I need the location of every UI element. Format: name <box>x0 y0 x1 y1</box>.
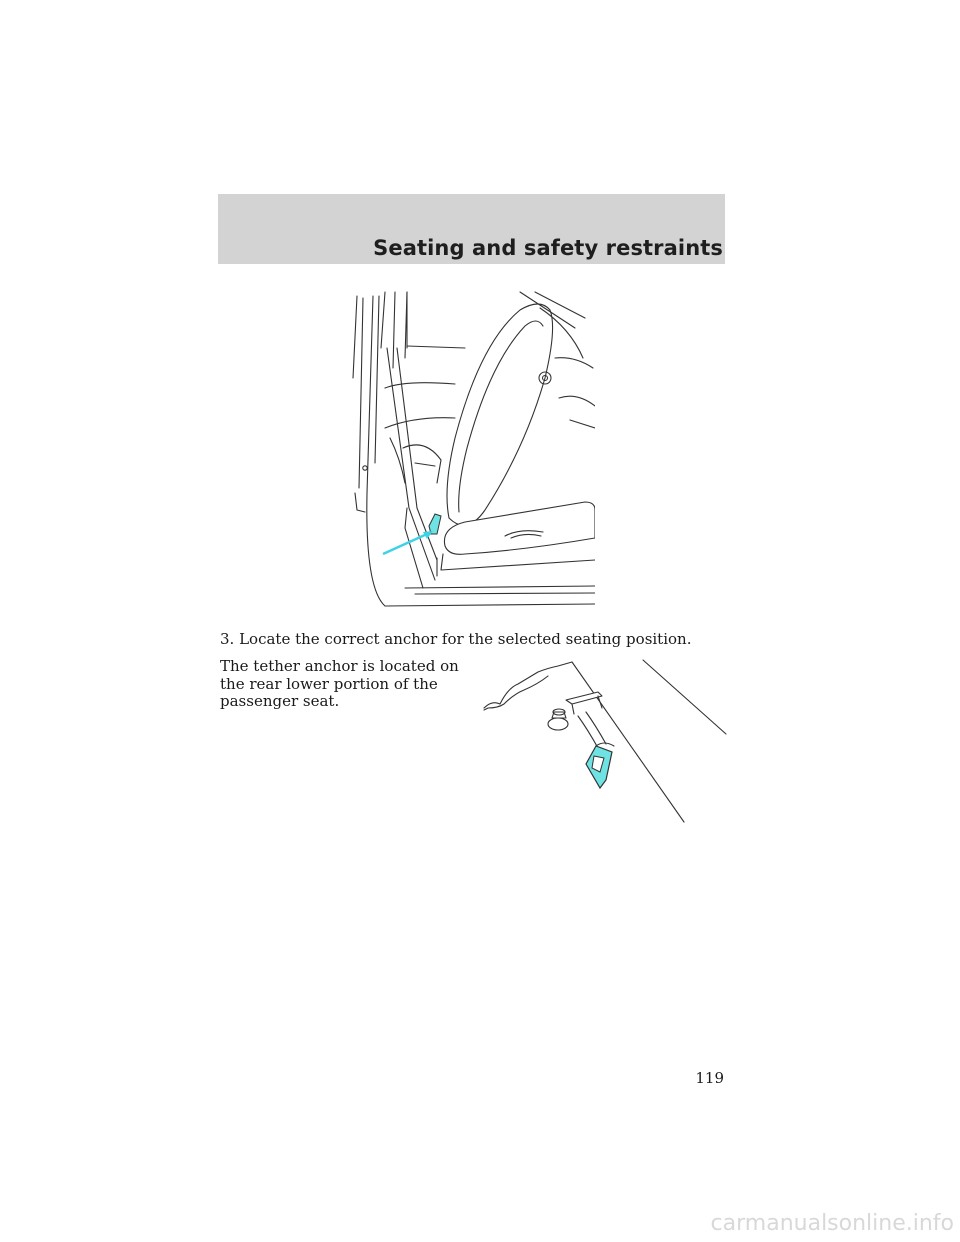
page-number: 119 <box>695 1069 724 1087</box>
watermark: carmanualsonline.info <box>710 1211 954 1236</box>
tether-anchor-closeup-illustration <box>483 659 727 823</box>
seat-with-tether-anchor-illustration <box>352 291 595 607</box>
section-title: Seating and safety restraints <box>373 236 723 260</box>
anchor-location-text: The tether anchor is located on the rear… <box>220 657 459 710</box>
step-instruction: 3. Locate the correct anchor for the sel… <box>220 630 692 648</box>
section-header: Seating and safety restraints <box>218 194 725 264</box>
